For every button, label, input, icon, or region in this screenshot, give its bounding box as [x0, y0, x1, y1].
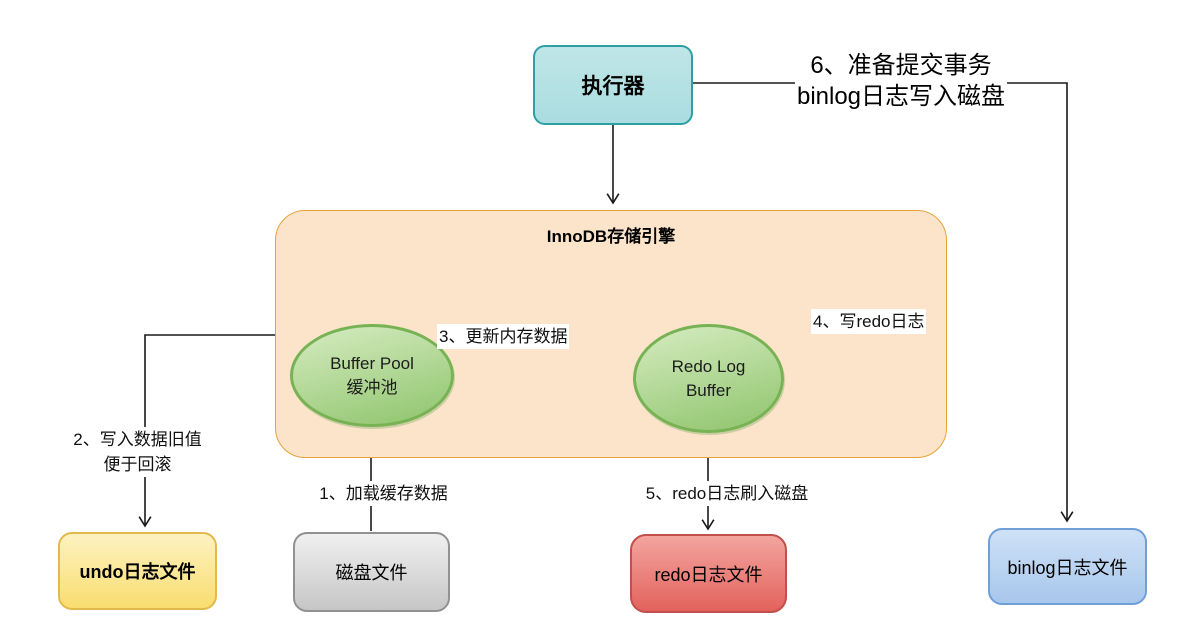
step6-label-line2: binlog日志写入磁盘: [794, 81, 1008, 112]
step1-label-text: 1、加载缓存数据: [317, 481, 450, 506]
undo-log-file-box: undo日志文件: [58, 532, 217, 610]
step4-label-text: 4、写redo日志: [811, 309, 927, 334]
step3-label: 3、更新内存数据: [437, 324, 570, 349]
step2-label: 2、写入数据旧值 便于回滚: [40, 427, 235, 477]
redo-log-buffer-ellipse: Redo Log Buffer: [633, 324, 784, 433]
buffer-pool-label-en: Buffer Pool: [330, 353, 414, 373]
executor-box: 执行器: [533, 45, 693, 125]
buffer-pool-ellipse: Buffer Pool 缓冲池: [290, 324, 454, 427]
redo-log-buffer-label-line2: Buffer: [685, 380, 732, 400]
step5-label: 5、redo日志刷入磁盘: [596, 481, 858, 506]
redo-log-buffer-label-line1: Redo Log: [671, 356, 746, 376]
step3-label-text: 3、更新内存数据: [437, 324, 570, 349]
step6-label: 6、准备提交事务 binlog日志写入磁盘: [770, 50, 1032, 112]
step1-label: 1、加载缓存数据: [296, 481, 471, 506]
redo-log-file-box: redo日志文件: [630, 534, 787, 613]
step2-label-line1: 2、写入数据旧值: [71, 427, 204, 452]
step5-label-text: 5、redo日志刷入磁盘: [643, 481, 811, 506]
disk-file-box: 磁盘文件: [293, 532, 450, 612]
buffer-pool-label-zh: 缓冲池: [346, 377, 398, 397]
binlog-file-box: binlog日志文件: [988, 528, 1147, 605]
step2-label-line2: 便于回滚: [101, 452, 174, 477]
step4-label: 4、写redo日志: [811, 309, 927, 334]
innodb-engine-title: InnoDB存储引擎: [546, 227, 676, 246]
step6-label-line1: 6、准备提交事务: [808, 50, 994, 81]
